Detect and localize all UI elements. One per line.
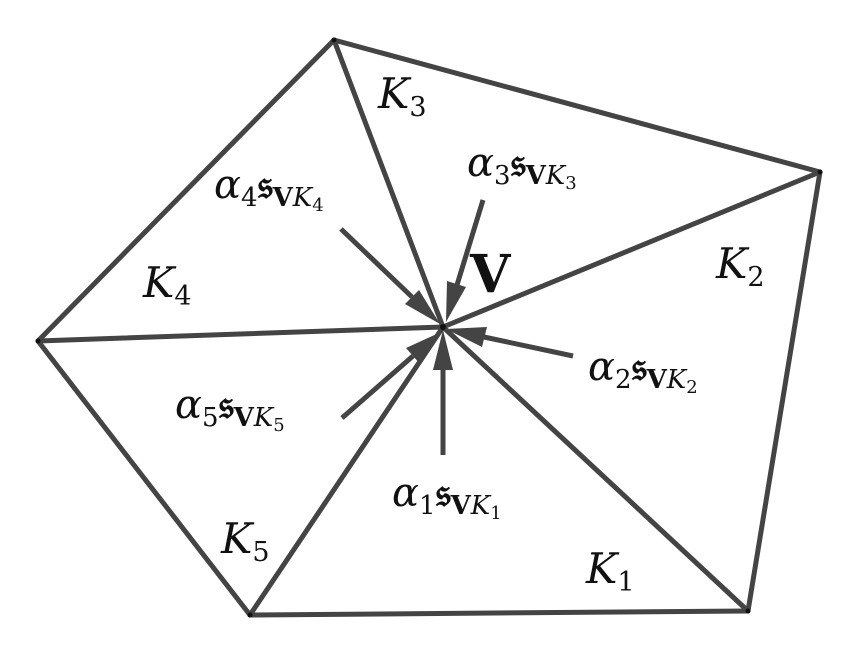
edge-v-bottom-left [247, 324, 446, 618]
vertex-dot [247, 612, 253, 618]
triangle-label-k2: K2 [715, 239, 765, 293]
vertex-dot [745, 608, 751, 614]
center-vertex-dot [440, 324, 446, 330]
arrow-head [405, 290, 440, 324]
vector-label-a2: α2𝔰VK2 [588, 343, 698, 398]
arrow-head [446, 281, 466, 322]
arrow-a4 [339, 227, 440, 324]
vector-label-a4: α4𝔰VK4 [214, 161, 324, 216]
edge-right [745, 169, 823, 614]
vertex-dot [331, 37, 337, 43]
vector-label-a3: α3𝔰VK3 [467, 139, 577, 194]
edge-v-top [331, 37, 446, 330]
edge-top-right [331, 37, 823, 175]
vector-labels: α1𝔰VK1 α2𝔰VK2 α3𝔰VK3 α4𝔰VK4 α5𝔰VK5 [175, 139, 698, 524]
triangle-label-k4: K4 [142, 258, 192, 312]
interior-edges [35, 37, 823, 618]
center-vertex-label: V [469, 244, 512, 305]
edge-top-left [35, 37, 337, 344]
arrow-head [446, 327, 487, 347]
vector-arrows [339, 199, 574, 455]
arrow-a2 [446, 327, 574, 359]
arrow-a1 [433, 330, 453, 455]
vector-label-a5: α5𝔰VK5 [175, 381, 285, 436]
arrow-head [406, 332, 441, 364]
edge-bottom-left [35, 338, 253, 618]
triangle-labels: K1 K2 K3 K4 K5 [142, 69, 765, 598]
vertex-dots [35, 37, 823, 618]
edge-bottom [247, 608, 751, 618]
outer-boundary [35, 37, 823, 618]
edge-v-right [440, 169, 823, 330]
arrow-a3 [446, 199, 486, 322]
arrow-a5 [340, 332, 441, 420]
arrow-head [433, 330, 453, 370]
vector-label-a1: α1𝔰VK1 [392, 469, 502, 524]
triangle-label-k3: K3 [377, 69, 427, 123]
triangle-label-k1: K1 [585, 544, 635, 598]
vertex-dot [817, 169, 823, 175]
edge-v-left [35, 324, 446, 344]
edge-v-bottom-right [440, 324, 751, 614]
triangle-label-k5: K5 [220, 514, 270, 568]
vertex-dot [35, 338, 41, 344]
